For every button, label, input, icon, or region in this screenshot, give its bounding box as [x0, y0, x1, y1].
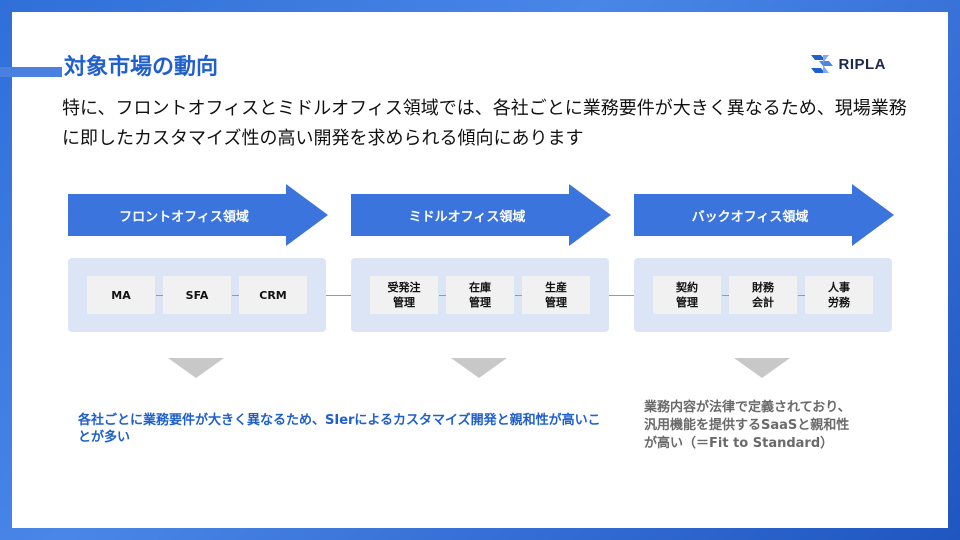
right-arrow-icon	[634, 184, 894, 246]
system-chip: MA	[87, 276, 155, 314]
system-chip: 契約 管理	[653, 276, 721, 314]
right-arrow-icon	[68, 184, 328, 246]
note-front-middle: 各社ごとに業務要件が大きく異なるため、SIerによるカスタマイズ開発と親和性が高…	[78, 413, 601, 445]
system-group-front: MA SFA CRM	[68, 258, 326, 332]
note-back-line: が高い（＝Fit to Standard）	[644, 436, 834, 451]
system-group-middle: 受発注 管理 在庫 管理 生産 管理	[351, 258, 609, 332]
area-arrow-middle: ミドルオフィス領域	[351, 184, 611, 246]
system-chip: CRM	[239, 276, 307, 314]
chip-connector	[798, 295, 808, 296]
ripla-logo-icon	[810, 55, 833, 73]
lead-text: 特に、フロントオフィスとミドルオフィス領域では、各社ごとに業務要件が大きく異なる…	[62, 98, 907, 149]
system-chip: 財務 会計	[729, 276, 797, 314]
system-chip: SFA	[163, 276, 231, 314]
page-title: 対象市場の動向	[64, 55, 219, 80]
area-arrow-front: フロントオフィス領域	[68, 184, 328, 246]
system-chip: 人事 労務	[805, 276, 873, 314]
area-label-middle: ミドルオフィス領域	[408, 209, 526, 225]
chip-connector	[515, 295, 525, 296]
area-arrow-back: バックオフィス領域	[634, 184, 894, 246]
slide: 対象市場の動向 RIPLA 特に、フロントオフィスとミドルオフィス領域では、各社…	[0, 12, 948, 528]
company-logo: RIPLA	[809, 49, 887, 79]
note-back-line: 業務内容が法律で定義されており、	[644, 400, 851, 415]
system-chip: 生産 管理	[522, 276, 590, 314]
down-triangle-icon	[168, 358, 224, 378]
area-label-front: フロントオフィス領域	[119, 209, 249, 225]
logo-text: RIPLA	[838, 55, 886, 73]
down-triangle-icon	[734, 358, 790, 378]
chip-connector	[156, 295, 166, 296]
right-arrow-icon	[351, 184, 611, 246]
system-chip: 受発注 管理	[370, 276, 438, 314]
area-label-back: バックオフィス領域	[691, 209, 809, 225]
down-triangle-icon	[451, 358, 507, 378]
chip-connector	[722, 295, 732, 296]
note-back: 業務内容が法律で定義されており、 汎用機能を提供するSaaSと親和性 が高い（＝…	[644, 399, 914, 453]
system-chip: 在庫 管理	[446, 276, 514, 314]
system-group-back: 契約 管理 財務 会計 人事 労務	[634, 258, 892, 332]
note-back-line: 汎用機能を提供するSaaSと親和性	[644, 418, 850, 433]
title-accent-bar	[0, 67, 62, 77]
chip-connector	[439, 295, 449, 296]
chip-connector	[232, 295, 242, 296]
